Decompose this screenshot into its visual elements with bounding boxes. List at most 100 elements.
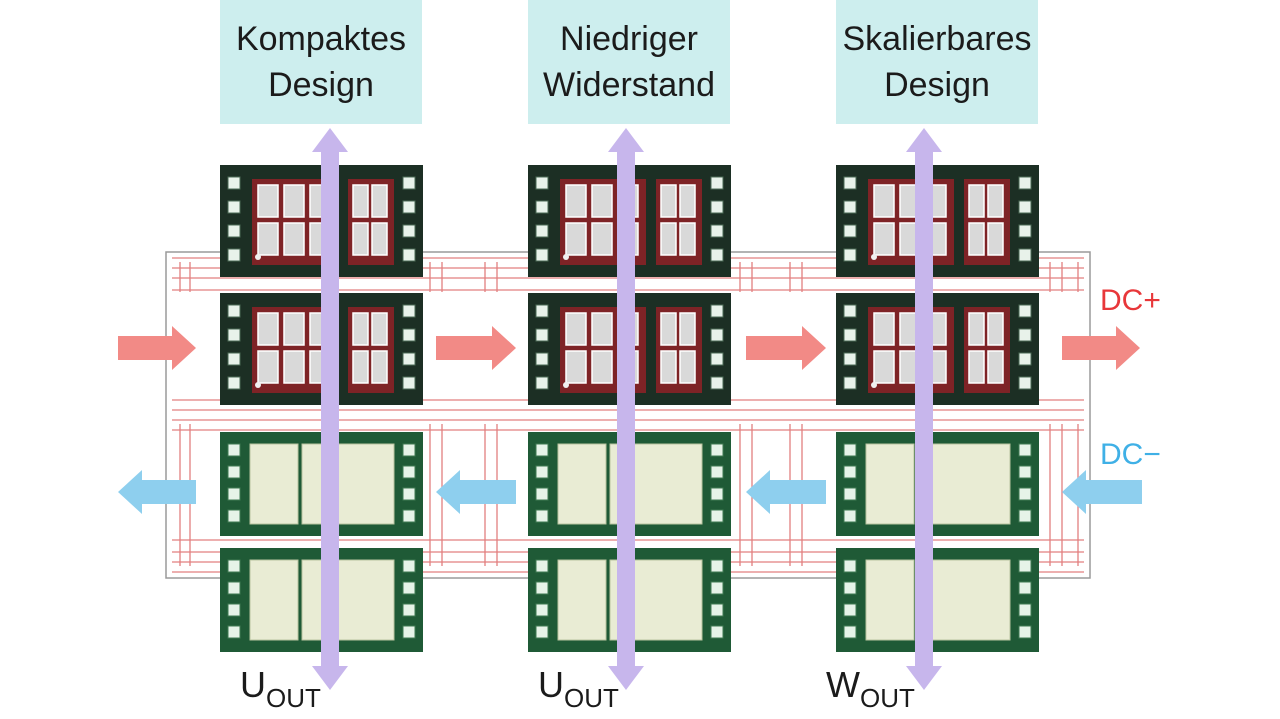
- module-pin: [402, 625, 416, 639]
- pale-die: [917, 559, 1011, 641]
- dc-plus-label: DC+: [1100, 284, 1161, 317]
- module-pin: [227, 559, 241, 573]
- die-marker: [255, 254, 261, 260]
- module-pin: [710, 509, 724, 523]
- die-pad: [873, 184, 895, 218]
- green-power-module: [836, 548, 1039, 652]
- header-compact-design: Kompaktes Design: [220, 0, 422, 124]
- dc-plus-flow-arrow: [436, 326, 516, 370]
- module-pin: [843, 625, 857, 639]
- phase-letter: U: [538, 664, 564, 705]
- module-pin: [402, 465, 416, 479]
- module-pin: [843, 509, 857, 523]
- module-pin: [402, 559, 416, 573]
- module-pin: [402, 224, 416, 238]
- module-pin: [1018, 304, 1032, 318]
- module-pin: [1018, 176, 1032, 190]
- module-pin: [1018, 352, 1032, 366]
- die-pad: [987, 312, 1004, 346]
- die-pad: [371, 350, 388, 384]
- module-pin: [402, 248, 416, 262]
- die-pad: [371, 312, 388, 346]
- module-pin: [227, 625, 241, 639]
- phase-subscript: OUT: [266, 683, 321, 713]
- die-pad: [987, 222, 1004, 256]
- module-pin: [535, 304, 549, 318]
- module-pin: [535, 352, 549, 366]
- module-pin: [227, 304, 241, 318]
- pale-die: [249, 559, 299, 641]
- module-pin: [710, 224, 724, 238]
- module-pin: [535, 224, 549, 238]
- module-pin: [535, 559, 549, 573]
- die-pad: [679, 222, 696, 256]
- module-pin: [843, 224, 857, 238]
- module-pin: [402, 487, 416, 501]
- module-pin: [402, 352, 416, 366]
- dark-power-module: [836, 293, 1039, 405]
- module-pin: [710, 465, 724, 479]
- module-pin: [843, 443, 857, 457]
- module-pin: [535, 603, 549, 617]
- die-pad: [352, 222, 369, 256]
- module-pin: [535, 376, 549, 390]
- die-marker: [255, 382, 261, 388]
- module-pin: [843, 328, 857, 342]
- die-pad: [283, 350, 305, 384]
- die-pad: [968, 350, 985, 384]
- module-pin: [227, 465, 241, 479]
- module-pin: [843, 176, 857, 190]
- module-pin: [535, 176, 549, 190]
- module-pin: [402, 304, 416, 318]
- module-pin: [1018, 248, 1032, 262]
- pale-die: [249, 443, 299, 525]
- current-flow-arrows: [118, 326, 1142, 514]
- module-pin: [1018, 200, 1032, 214]
- die-pad: [371, 184, 388, 218]
- die-pad: [565, 184, 587, 218]
- module-pin: [535, 248, 549, 262]
- module-pin: [710, 559, 724, 573]
- die-pad: [987, 350, 1004, 384]
- module-pin: [227, 509, 241, 523]
- die-pad: [679, 312, 696, 346]
- phase-label-w: WOUT: [826, 664, 915, 713]
- module-pin: [535, 465, 549, 479]
- module-pin: [710, 443, 724, 457]
- header-line: Kompaktes: [235, 20, 407, 58]
- module-pin: [227, 487, 241, 501]
- module-pin: [710, 176, 724, 190]
- die-pad: [873, 312, 895, 346]
- module-pin: [843, 352, 857, 366]
- module-pin: [843, 581, 857, 595]
- die-pad: [679, 350, 696, 384]
- module-pin: [402, 376, 416, 390]
- module-pin: [1018, 559, 1032, 573]
- module-pin: [710, 603, 724, 617]
- module-pin: [710, 304, 724, 318]
- pale-die: [865, 443, 915, 525]
- die-pad: [283, 184, 305, 218]
- module-pin: [227, 248, 241, 262]
- header-line: Design: [884, 66, 990, 104]
- die-pad: [352, 350, 369, 384]
- phase-subscript: OUT: [859, 683, 915, 713]
- pale-die: [301, 559, 395, 641]
- module-pin: [710, 200, 724, 214]
- dc-plus-flow-arrow: [1062, 326, 1140, 370]
- module-pin: [402, 581, 416, 595]
- die-pad: [591, 312, 613, 346]
- die-pad: [565, 312, 587, 346]
- header-low-resistance: Niedriger Widerstand: [528, 0, 730, 124]
- module-pin: [710, 248, 724, 262]
- module-pin: [535, 509, 549, 523]
- module-pin: [843, 376, 857, 390]
- module-pin: [710, 625, 724, 639]
- module-pin: [1018, 625, 1032, 639]
- module-pin: [535, 200, 549, 214]
- module-pin: [535, 581, 549, 595]
- dc-minus-label: DC−: [1100, 438, 1161, 471]
- die-pad: [257, 184, 279, 218]
- module-pin: [843, 200, 857, 214]
- module-pin: [402, 328, 416, 342]
